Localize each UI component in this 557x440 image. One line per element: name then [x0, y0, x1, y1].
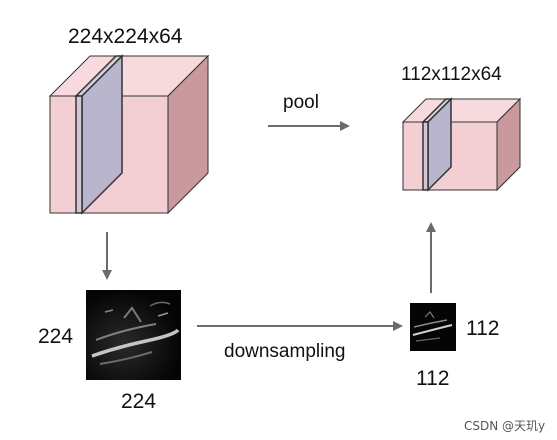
watermark: CSDN @天玑y — [464, 419, 546, 433]
small-map-height-label: 112 — [466, 317, 500, 340]
pool-label: pool — [283, 92, 319, 113]
output-depth-slice — [421, 97, 453, 192]
small-map-width-label: 112 — [416, 367, 450, 390]
input-volume-cube — [48, 54, 210, 215]
input-dims-label: 224x224x64 — [68, 25, 183, 48]
input-depth-slice — [74, 54, 124, 215]
output-volume-cube — [401, 97, 522, 192]
downsampling-label: downsampling — [224, 341, 346, 362]
large-map-height-label: 224 — [38, 325, 74, 348]
small-feature-map — [410, 303, 456, 351]
large-map-width-label: 224 — [121, 390, 157, 413]
large-feature-map — [86, 290, 181, 380]
output-dims-label: 112x112x64 — [401, 64, 502, 85]
